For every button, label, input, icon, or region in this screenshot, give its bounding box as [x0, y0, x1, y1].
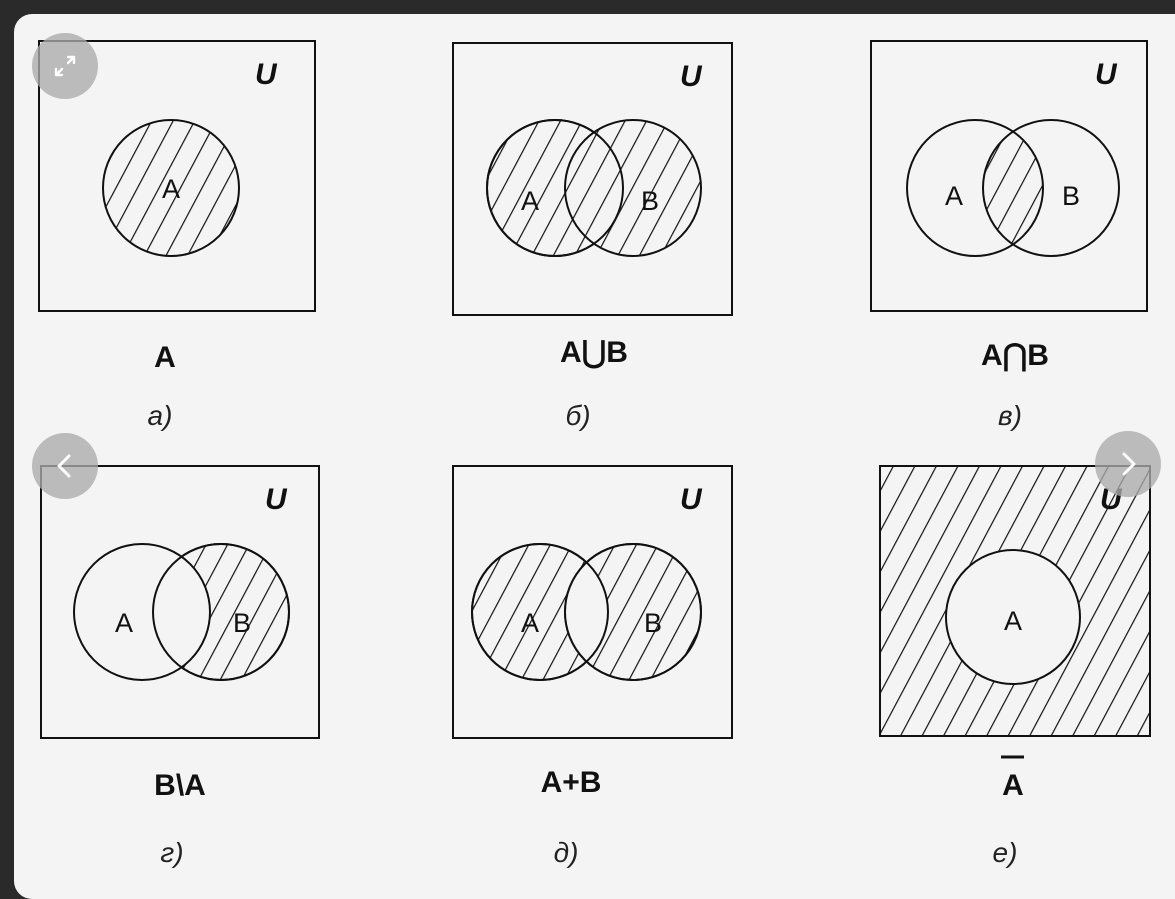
- universe-label: U: [255, 58, 278, 91]
- set-b-circle: [983, 120, 1043, 256]
- set-a-label: A: [162, 174, 180, 204]
- panel-sublabel: а): [148, 400, 173, 431]
- set-a-label: A: [1004, 606, 1022, 636]
- venn-panel-b: U A B A⋃B б): [452, 42, 733, 431]
- set-a-circle: [945, 549, 1081, 685]
- chevron-right-icon: [1122, 452, 1136, 476]
- chevron-left-icon: [57, 454, 71, 478]
- panel-caption: A⋃B: [560, 336, 628, 369]
- venn-diagrams: U A A а) U A B A⋃B б) U A B A⋂B в) U A B: [38, 40, 1151, 868]
- panel-caption: A⋂B: [981, 339, 1049, 372]
- set-a-circle: [102, 119, 240, 257]
- next-image-button[interactable]: [1095, 431, 1161, 497]
- expand-button[interactable]: [32, 33, 98, 99]
- set-b-label: B: [233, 608, 251, 638]
- panel-caption: A: [1002, 769, 1024, 802]
- set-a-label: A: [521, 608, 539, 638]
- set-b-label: B: [1062, 181, 1080, 211]
- panel-sublabel: в): [998, 400, 1022, 431]
- venn-panel-a: U A A а): [38, 40, 316, 431]
- set-a-circle: [73, 543, 211, 681]
- panel-sublabel: б): [565, 400, 590, 431]
- panel-caption: B\A: [154, 769, 206, 802]
- universe-label: U: [1095, 58, 1118, 91]
- set-a-label: A: [945, 181, 963, 211]
- universe-label: U: [680, 483, 703, 516]
- universe-label: U: [265, 483, 288, 516]
- set-b-label: B: [641, 186, 659, 216]
- panel-sublabel: г): [160, 837, 183, 868]
- panel-sublabel: д): [554, 837, 579, 868]
- panel-caption: A+B: [541, 766, 602, 799]
- expand-icon: [54, 55, 76, 77]
- venn-panel-d: U A B B\A г): [40, 465, 320, 868]
- venn-panel-e: U A B A+B д): [452, 465, 733, 868]
- prev-image-button[interactable]: [32, 433, 98, 499]
- set-b-label: B: [644, 608, 662, 638]
- universe-label: U: [680, 60, 703, 93]
- venn-panel-c: U A B A⋂B в): [870, 40, 1148, 431]
- venn-panel-f: U A A е): [879, 465, 1151, 868]
- set-b-circle: [564, 119, 702, 257]
- set-a-label: A: [521, 186, 539, 216]
- panel-caption: A: [154, 341, 176, 374]
- set-a-label: A: [115, 608, 133, 638]
- panel-sublabel: е): [993, 837, 1018, 868]
- image-viewer: U A A а) U A B A⋃B б) U A B A⋂B в) U A B: [14, 14, 1175, 899]
